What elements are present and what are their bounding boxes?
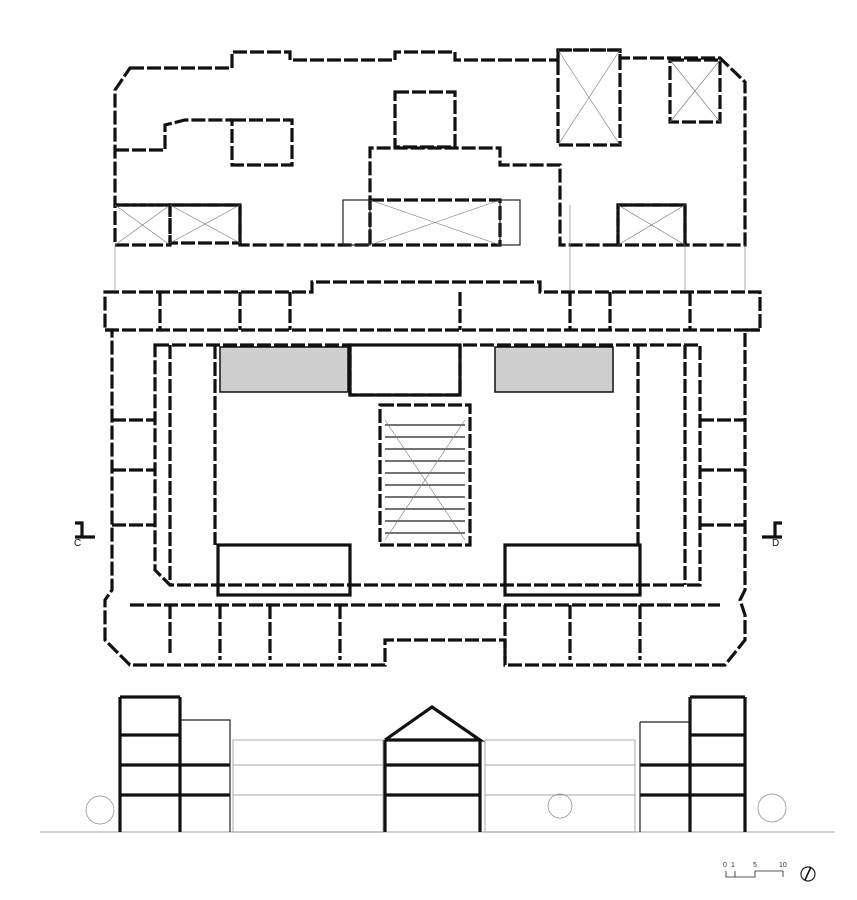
annex-room: [393, 90, 457, 149]
south-room-walls: [168, 605, 642, 660]
wing-walls: [168, 345, 687, 585]
elevation-right-courtyard: [484, 739, 636, 833]
scale-bar: [725, 870, 784, 878]
elevation-floor-lines: [233, 764, 635, 796]
annex-room: [230, 118, 294, 167]
scale-tick-5: 5: [753, 862, 757, 869]
void: [168, 203, 242, 245]
section-central-hall: [383, 705, 486, 832]
tree-icon: [757, 793, 787, 823]
north-room-walls: [158, 292, 692, 330]
scale-tick-1: 1: [731, 862, 735, 869]
elevation-left-courtyard: [232, 739, 384, 833]
roof-left: [342, 199, 371, 246]
hatched-roof-left: [219, 346, 349, 393]
classroom: [216, 543, 352, 597]
scale-tick-0: 0: [723, 862, 727, 869]
section-label-d: D: [772, 538, 780, 549]
main-building-plan: [75, 280, 782, 667]
annex-room-void: [668, 58, 722, 124]
roof-right: [499, 199, 521, 246]
tree-icon: [85, 795, 115, 825]
section-right-wing: [639, 721, 690, 832]
foyer: [348, 343, 462, 397]
upper-annex-plan: [113, 48, 747, 290]
void: [616, 203, 687, 247]
building-section: [40, 695, 835, 833]
hatched-roof-right: [494, 346, 614, 393]
auditorium: [378, 403, 472, 547]
section-marker-d: [762, 521, 782, 539]
annex-room-void: [556, 48, 622, 147]
main-outline: [103, 280, 762, 667]
section-left-block: [118, 695, 230, 832]
section-label-c: C: [74, 538, 82, 549]
section-left-wing: [180, 719, 231, 832]
section-right-block: [640, 695, 747, 832]
tree-icon: [547, 793, 573, 819]
site-lines: [114, 205, 746, 290]
section-marker-c: [75, 521, 95, 539]
side-wing-rooms: [112, 418, 745, 527]
classroom: [503, 543, 642, 597]
north-arrow-icon: [800, 866, 816, 882]
scale-tick-10: 10: [779, 862, 787, 869]
auditorium-seating: [384, 419, 466, 541]
annex-inner-wall: [115, 118, 232, 152]
